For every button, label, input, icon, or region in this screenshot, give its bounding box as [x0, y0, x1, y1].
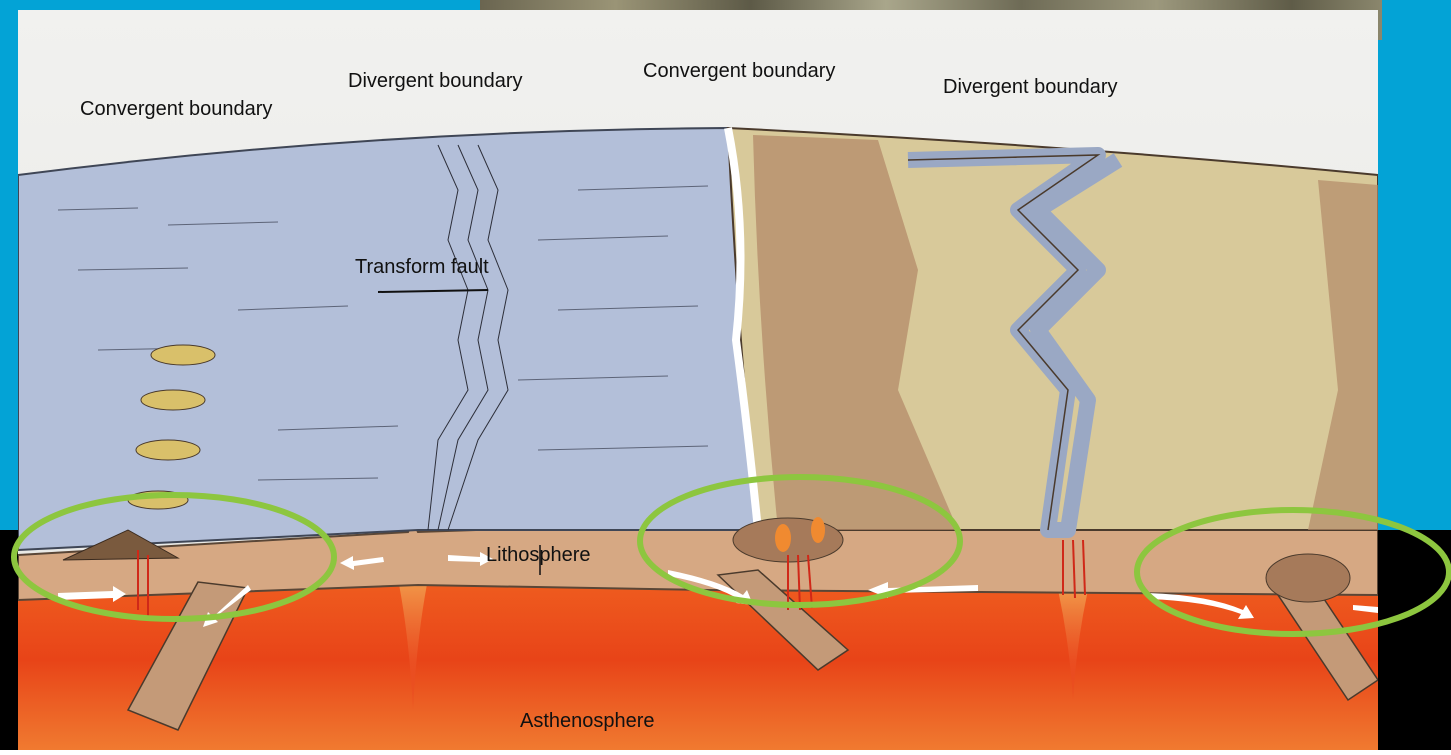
highlight-ellipse-right	[1137, 510, 1449, 634]
highlight-ellipse-center	[640, 477, 960, 605]
highlight-ellipse-left	[14, 495, 334, 619]
